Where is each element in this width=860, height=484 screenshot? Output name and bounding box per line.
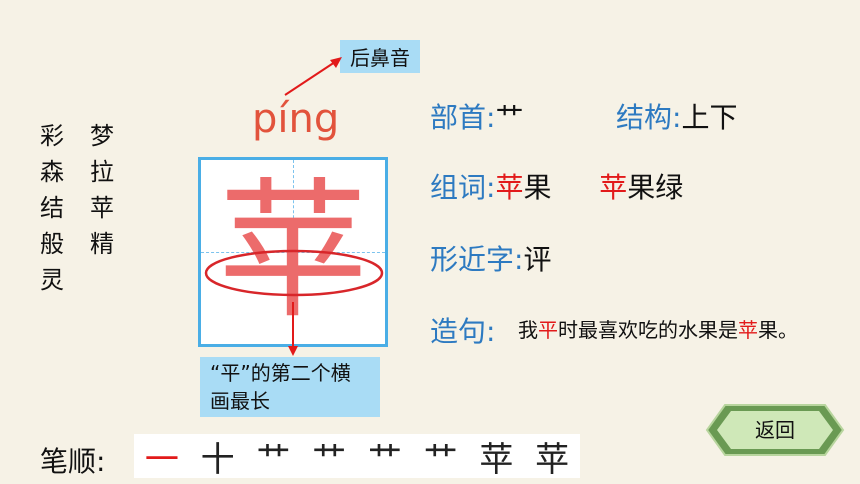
word: 结 bbox=[40, 194, 64, 222]
stroke-step: 艹 bbox=[312, 439, 347, 480]
arrow-down-icon bbox=[288, 302, 298, 356]
word: 拉 bbox=[90, 158, 114, 186]
sentence-part: 果。 bbox=[758, 318, 798, 342]
structure-label: 结构: bbox=[616, 101, 682, 134]
word: 苹 bbox=[90, 194, 114, 222]
radical-row: 部首:艹 bbox=[430, 96, 523, 136]
word2-rest: 果绿 bbox=[627, 171, 684, 204]
sentence-part: 我 bbox=[518, 318, 538, 342]
similar-row: 形近字:评 bbox=[430, 238, 551, 278]
word: 精 bbox=[90, 230, 114, 258]
arrow-icon bbox=[284, 57, 342, 96]
words-row: 组词:苹果 苹果绿 bbox=[430, 166, 683, 206]
stroke-order-label: 笔顺: bbox=[40, 445, 106, 478]
sentence-highlight: 平 bbox=[538, 318, 558, 342]
word-column-left: 彩 森 结 般 灵 bbox=[40, 118, 64, 298]
structure-value: 上下 bbox=[681, 101, 738, 134]
sentence-label: 造句: bbox=[430, 315, 496, 348]
similar-value: 评 bbox=[523, 243, 552, 276]
structure-row: 结构:上下 bbox=[616, 96, 737, 136]
stroke-step: 艹 bbox=[367, 439, 402, 480]
stroke-note: “平”的第二个横画最长 bbox=[200, 357, 380, 417]
back-button[interactable]: 返回 bbox=[705, 403, 845, 457]
word1-char: 苹 bbox=[495, 171, 524, 204]
nasal-note: 后鼻音 bbox=[340, 40, 420, 73]
stroke-step: 苹 bbox=[479, 439, 514, 480]
word: 彩 bbox=[40, 122, 64, 150]
sentence-label-row: 造句: bbox=[430, 310, 495, 350]
radical-value: 艹 bbox=[495, 101, 524, 134]
word: 般 bbox=[40, 230, 64, 258]
word1-rest: 果 bbox=[523, 171, 552, 204]
stroke-step: 十 bbox=[200, 439, 235, 480]
stroke-order-strip: 一 十 艹 艹 艹 艹 苹 苹 bbox=[134, 434, 580, 480]
stroke-step: 苹 bbox=[535, 439, 570, 480]
word: 灵 bbox=[40, 266, 64, 294]
word: 梦 bbox=[90, 122, 114, 150]
similar-label: 形近字: bbox=[430, 243, 524, 276]
back-button-label: 返回 bbox=[755, 418, 795, 442]
highlight-ellipse-icon bbox=[204, 249, 384, 297]
word2-char: 苹 bbox=[599, 171, 628, 204]
sentence-part: 时最喜欢吃的水果是 bbox=[558, 318, 738, 342]
sentence-highlight: 苹 bbox=[738, 318, 758, 342]
sentence-text: 我平时最喜欢吃的水果是苹果。 bbox=[518, 314, 818, 346]
pinyin: píng bbox=[252, 96, 340, 142]
stroke-step: 艹 bbox=[423, 439, 458, 480]
stroke-step: 一 bbox=[144, 439, 179, 480]
stroke-step: 艹 bbox=[256, 439, 291, 480]
word-column-right: 梦 拉 苹 精 bbox=[90, 118, 114, 262]
word: 森 bbox=[40, 158, 64, 186]
radical-label: 部首: bbox=[430, 101, 496, 134]
words-label: 组词: bbox=[430, 171, 496, 204]
